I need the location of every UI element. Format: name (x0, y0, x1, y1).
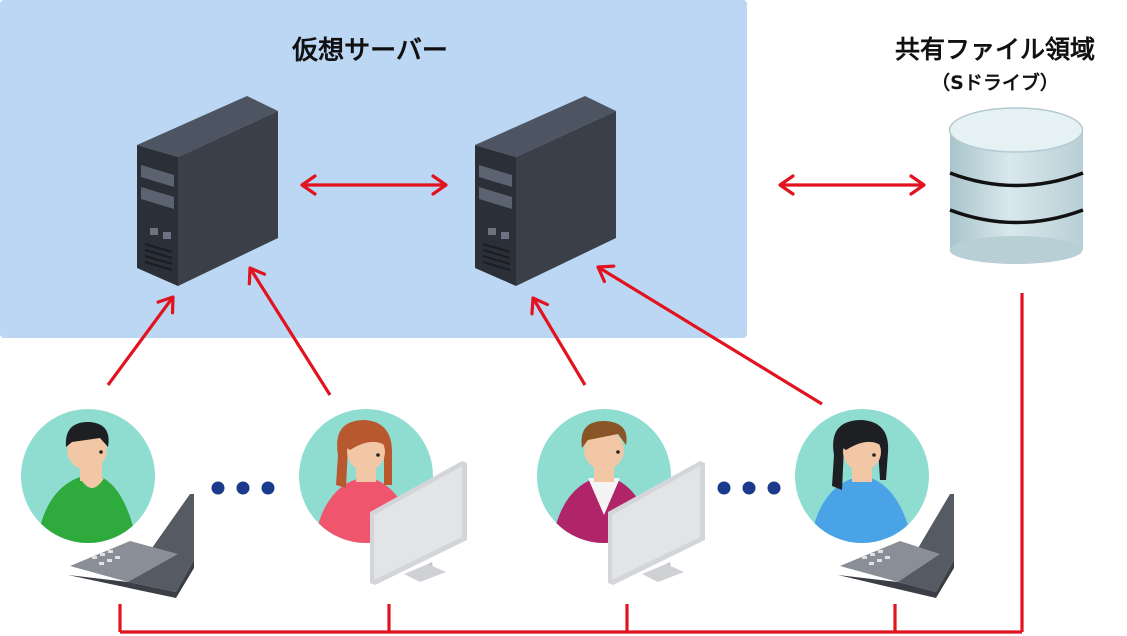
client-arrow (106, 295, 175, 386)
user-laptop-icon (795, 409, 954, 598)
shared-storage-title: 共有ファイル領域 (894, 35, 1095, 64)
database-icon (948, 107, 1084, 264)
network-bus (118, 293, 1024, 634)
user-desktop-icon (537, 409, 705, 585)
server-icon (137, 96, 278, 286)
ellipsis-icon (717, 481, 781, 495)
client-arrow (247, 266, 332, 396)
client-arrow (530, 296, 587, 386)
virtual-server-title: 仮想サーバー (292, 36, 448, 66)
client-arrow (596, 264, 823, 406)
server-icon (475, 96, 616, 286)
ellipsis-icon (211, 481, 275, 495)
user-laptop-icon (21, 409, 194, 598)
shared-storage-subtitle: （Sドライブ） (931, 72, 1059, 94)
user-desktop-icon (299, 409, 467, 585)
